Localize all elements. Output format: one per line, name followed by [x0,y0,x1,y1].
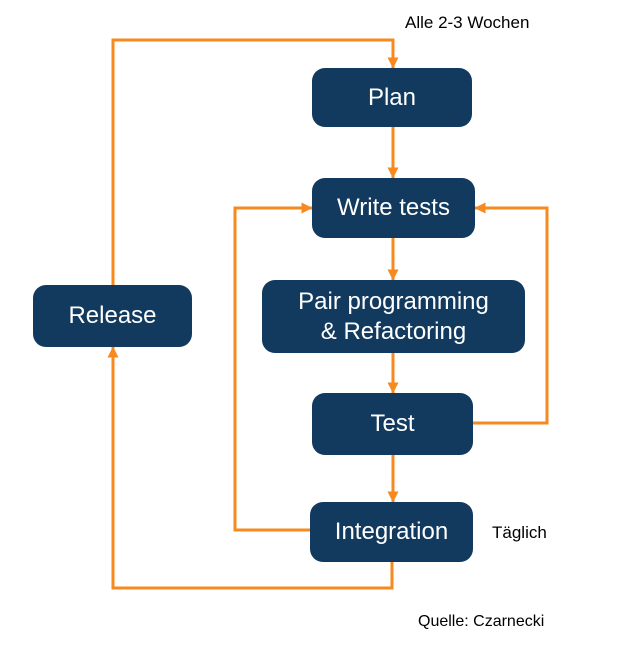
arrow-test-to-write-tests [473,202,549,425]
arrow-release-to-plan [111,38,399,285]
source-credit-label: Quelle: Czarnecki [418,613,545,630]
node-release: Release [33,285,192,347]
node-plan: Plan [312,68,472,127]
node-pair-programming: Pair programming & Refactoring [262,280,525,353]
cycle-frequency-label: Alle 2-3 Wochen [405,13,530,32]
node-release-label: Release [68,302,157,330]
node-plan-label: Plan [367,83,417,111]
node-test-label: Test [370,410,415,438]
node-integration: Integration [310,502,473,562]
node-pair-programming-label-line1: Pair programming [298,288,489,316]
node-pair-programming-label-line2: & Refactoring [320,317,467,345]
node-write-tests-label: Write tests [337,194,450,222]
node-integration-label: Integration [334,518,449,546]
node-test: Test [312,393,473,455]
arrow-integration-to-release [107,346,394,590]
node-write-tests: Write tests [312,178,475,238]
arrow-integration-to-write-tests [233,202,313,532]
daily-frequency-label: Täglich [492,523,547,542]
